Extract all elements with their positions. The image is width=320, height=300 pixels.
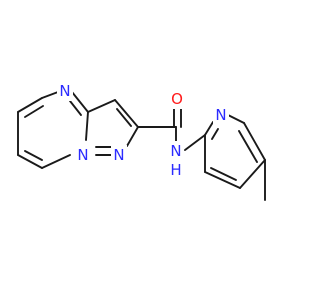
bond-c4-c5-inner bbox=[24, 150, 43, 161]
atom-o-carbonyl: O bbox=[171, 90, 183, 108]
bond-c6-c7-inner bbox=[116, 108, 132, 127]
atom-n-pyrimidine: N bbox=[59, 82, 70, 100]
bond-c12-c13 bbox=[204, 171, 241, 189]
bond-c10-c11-inner bbox=[238, 130, 258, 163]
atom-bg bbox=[57, 81, 73, 101]
atom-bg bbox=[169, 89, 185, 109]
atom-nh-amide: N bbox=[170, 142, 181, 160]
bond-n1-c3-inner bbox=[69, 100, 82, 116]
atom-n-pyrazole: N bbox=[113, 146, 124, 164]
atom-labels: N N N O N H N bbox=[57, 81, 229, 180]
atom-bg bbox=[75, 145, 91, 165]
bond-n1-c3 bbox=[71, 91, 89, 113]
bond-c1-c2-inner bbox=[24, 105, 44, 118]
bond-c9-n4-inner bbox=[211, 128, 219, 140]
molecule-structure: N N N O N H N bbox=[17, 81, 266, 201]
bond-c3-n2 bbox=[85, 111, 89, 141]
bond-c9-n4 bbox=[204, 121, 214, 136]
bond-c6-c7 bbox=[114, 99, 139, 128]
atom-h-amide: H bbox=[170, 161, 181, 179]
bond-c7-n3 bbox=[126, 126, 139, 147]
atom-n-bridge: N bbox=[77, 146, 88, 164]
bond-c1-c2 bbox=[17, 97, 43, 113]
bond-c4-c5 bbox=[17, 154, 43, 169]
atom-bg bbox=[168, 141, 184, 161]
bond-nh-c9 bbox=[184, 134, 206, 151]
atom-n-pyridine: N bbox=[215, 106, 226, 124]
bond-c11-c12 bbox=[239, 159, 266, 189]
atom-bg bbox=[213, 105, 229, 125]
atom-bg bbox=[168, 160, 184, 180]
bond-c3-c6 bbox=[87, 99, 116, 113]
bond-c2-n1 bbox=[41, 91, 59, 99]
bond-c10-c11 bbox=[243, 122, 266, 161]
bonds bbox=[17, 91, 266, 201]
bond-n2-c4 bbox=[41, 154, 71, 169]
bond-c12-c13-inner bbox=[210, 167, 237, 181]
atom-bg bbox=[111, 145, 127, 165]
bond-n4-c10 bbox=[227, 114, 245, 124]
